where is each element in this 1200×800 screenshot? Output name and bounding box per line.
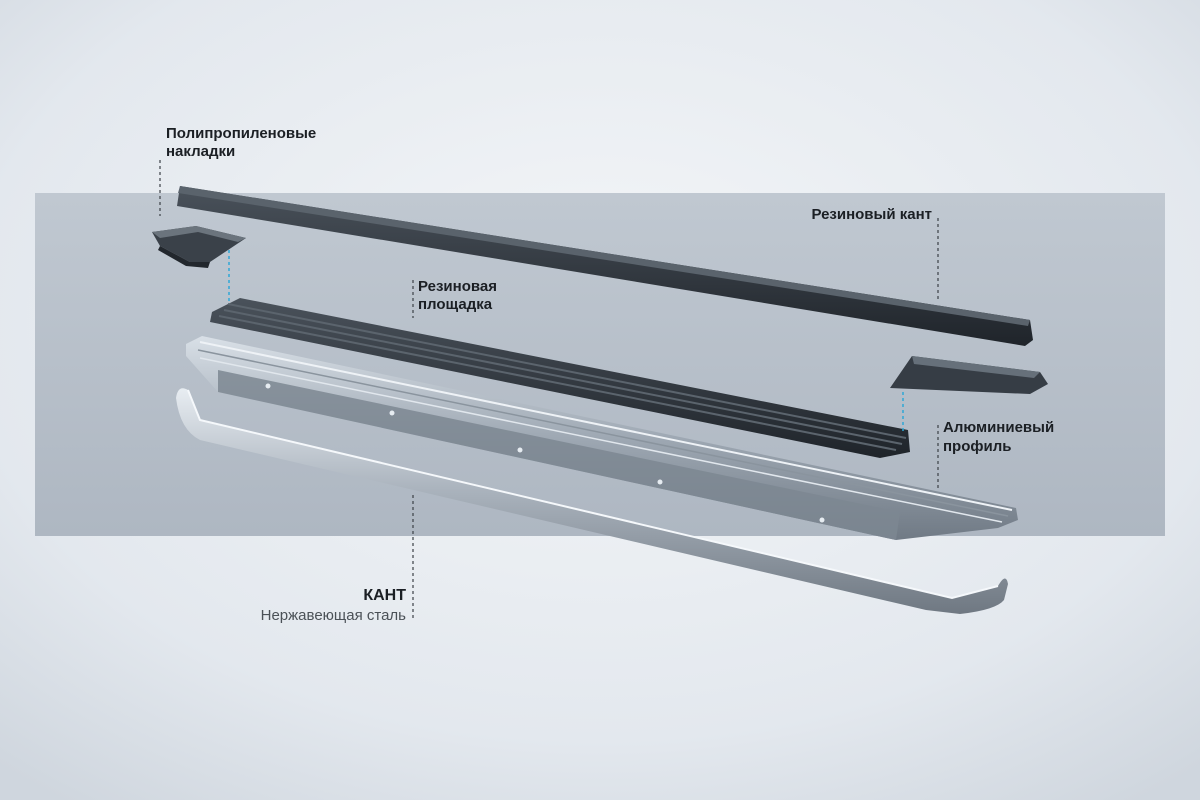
left-polypropylene-cap xyxy=(152,226,246,268)
label-polypropylene-line1: Полипропиленовые xyxy=(166,125,316,142)
label-aluminum-line1: Алюминиевый xyxy=(943,419,1054,436)
steel-edge-part xyxy=(176,388,1008,614)
assembly-guides xyxy=(228,250,904,434)
label-rubber-edge: Резиновый кант xyxy=(811,206,932,223)
rubber-edge-part xyxy=(177,186,1033,346)
label-rubber-pad-line2: площадка xyxy=(418,296,493,313)
label-aluminum-line2: профиль xyxy=(943,438,1011,455)
label-polypropylene-line2: накладки xyxy=(166,143,235,160)
label-edge-title: КАНТ xyxy=(363,587,406,604)
leader-lines xyxy=(159,160,939,620)
callout-labels: Полипропиленовые накладки Резиновый кант… xyxy=(166,125,1054,624)
label-rubber-pad-line1: Резиновая xyxy=(418,278,497,295)
rubber-pad-part xyxy=(210,298,910,458)
label-edge-subtitle: Нержавеющая сталь xyxy=(261,607,407,624)
aluminum-profile-part xyxy=(186,336,1018,540)
right-polypropylene-cap xyxy=(890,356,1048,394)
